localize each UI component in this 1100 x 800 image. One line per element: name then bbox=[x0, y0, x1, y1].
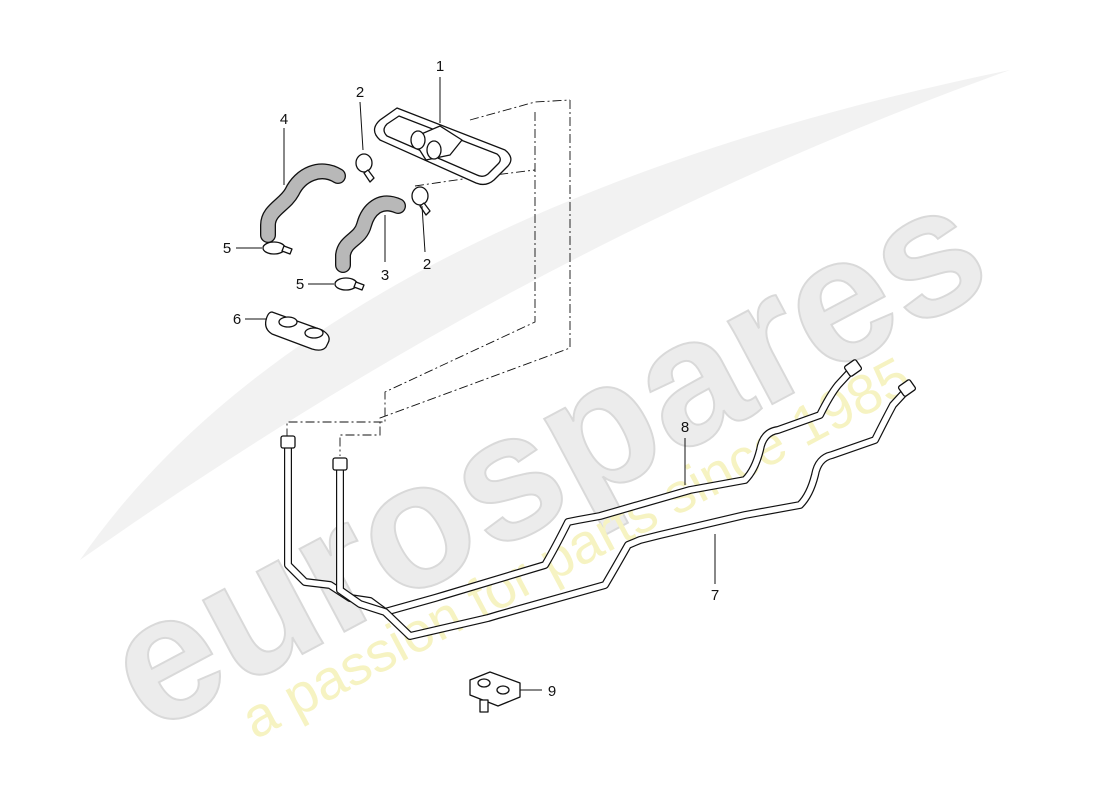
hose-4-body bbox=[261, 164, 345, 242]
leader-line-pipe-7 bbox=[286, 112, 536, 437]
part-7-pipe bbox=[332, 379, 917, 640]
hose-3-body bbox=[336, 196, 405, 272]
watermark: eurospares a passion for parts since 198… bbox=[73, 70, 1016, 770]
clamp-2a-ring bbox=[355, 153, 373, 173]
part-5-clamps bbox=[262, 241, 365, 291]
frame-outlet-b bbox=[426, 140, 442, 160]
callout-line-2b bbox=[421, 205, 426, 253]
holder-hole-a bbox=[477, 678, 491, 688]
callout-3: 3 bbox=[381, 267, 389, 284]
callout-lines bbox=[236, 77, 716, 691]
callouts: 1 2 2 3 4 5 5 6 7 8 9 bbox=[223, 58, 719, 700]
callout-line-2a bbox=[359, 101, 364, 151]
clamp-2a-tab bbox=[363, 169, 375, 183]
callout-5b: 5 bbox=[296, 276, 304, 293]
frame-outlet-a bbox=[410, 130, 426, 150]
clamp-2b-ring bbox=[411, 186, 429, 206]
callout-2a: 2 bbox=[356, 84, 364, 101]
part-4-hose bbox=[260, 163, 346, 243]
callout-5a: 5 bbox=[223, 240, 231, 257]
pipe-7-fitting-left bbox=[332, 457, 348, 471]
part-6-grommet bbox=[264, 311, 330, 351]
clamp-2b-tab bbox=[419, 202, 431, 216]
pipe-8-fitting-left bbox=[280, 435, 296, 449]
leader-line-pipe-8 bbox=[339, 100, 571, 456]
clamp-5b-tab bbox=[353, 281, 365, 291]
callout-1: 1 bbox=[436, 58, 444, 75]
callout-6: 6 bbox=[233, 311, 241, 328]
callout-8: 8 bbox=[681, 419, 689, 436]
grommet-hole-b bbox=[304, 327, 324, 339]
pipe-8-fill bbox=[285, 370, 853, 615]
pipe-7-fill bbox=[337, 390, 908, 639]
clamp-5a-tab bbox=[281, 245, 293, 255]
pipe-8-fitting-right bbox=[843, 359, 863, 377]
part-3-hose bbox=[335, 195, 406, 273]
part-8-pipe bbox=[280, 359, 863, 616]
clamp-5a-ring bbox=[262, 241, 286, 255]
clamp-5b-ring bbox=[334, 277, 358, 291]
leader-line-top bbox=[469, 99, 571, 121]
callout-2b: 2 bbox=[423, 256, 431, 273]
part-1-frame bbox=[373, 107, 512, 186]
pipe-7-fitting-right bbox=[897, 379, 917, 397]
holder-body bbox=[469, 671, 521, 707]
part-9-holder bbox=[469, 671, 521, 713]
callout-7: 7 bbox=[711, 587, 719, 604]
grommet-hole-a bbox=[278, 316, 298, 328]
callout-4: 4 bbox=[280, 111, 288, 128]
holder-hole-b bbox=[496, 685, 510, 695]
holder-bolt bbox=[479, 699, 489, 713]
callout-9: 9 bbox=[548, 683, 556, 700]
